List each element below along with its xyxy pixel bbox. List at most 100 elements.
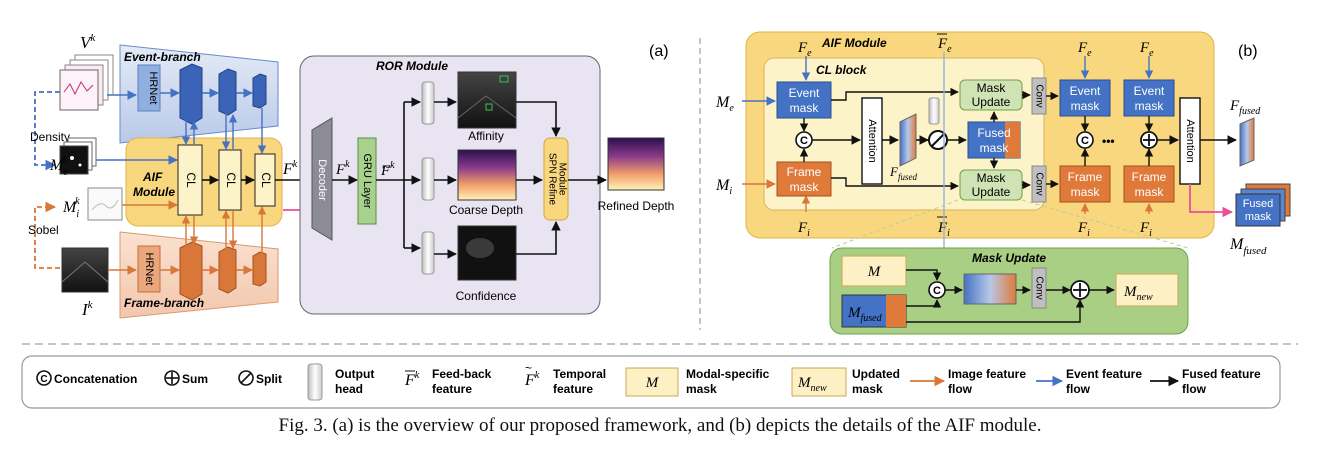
- frame-mask-2-label-2: mask: [1071, 185, 1101, 199]
- output-head-2: [421, 157, 435, 201]
- fi-label-2: Fi: [1077, 220, 1090, 239]
- refined-depth-image: [607, 137, 665, 191]
- mfused-out-label: Mfused: [1229, 236, 1267, 257]
- legend-image-flow-2: flow: [948, 382, 973, 396]
- spn-label-1: SPN Refine: [546, 153, 557, 206]
- cl-1: CL: [184, 172, 198, 188]
- legend-updated-2: mask: [852, 382, 883, 396]
- fi-label-1: Fi: [797, 220, 810, 239]
- image-mask-thumb: [87, 187, 123, 221]
- legend-feedback-1: Feed-back: [432, 367, 492, 381]
- fe-label-2: Fe: [1077, 40, 1092, 59]
- decoder-label: Decoder: [316, 159, 328, 201]
- frame-mask-cl-label-1: Frame: [787, 165, 822, 179]
- frame-feature-block-1: [179, 241, 203, 301]
- figure-canvas: (a) Vk Event-branch HRNet Density: [21, 31, 1298, 409]
- frame-mask-2-label-1: Frame: [1068, 170, 1103, 184]
- cl-blocks: [177, 144, 276, 216]
- mu-mnew-box: [1115, 273, 1179, 307]
- decoder-block: [311, 117, 333, 241]
- cl-block-title: CL block: [816, 63, 868, 77]
- fused-mask-cl-label-1: Fused: [977, 126, 1010, 140]
- fi-label-3: Fi: [1139, 220, 1152, 239]
- sobel-label: Sobel: [28, 223, 59, 237]
- fk-label-2: Fk: [335, 159, 350, 178]
- legend-concat-icon: C: [40, 374, 47, 385]
- legend-fused-flow-2: flow: [1182, 382, 1207, 396]
- legend-event-flow-2: flow: [1066, 382, 1091, 396]
- legend-updated-1: Updated: [852, 367, 900, 381]
- frame-mask-cl-label-2: mask: [790, 180, 820, 194]
- mu-feature: [963, 273, 1017, 305]
- figure-caption: Fig. 3. (a) is the overview of our propo…: [278, 415, 1042, 436]
- affinity-label: Affinity: [468, 129, 504, 143]
- confidence-label: Confidence: [456, 289, 517, 303]
- me-label-b: Me: [715, 94, 734, 114]
- ffused-out-label: Ffused: [1229, 98, 1261, 117]
- mask-update-2-label-1: Mask: [977, 171, 1007, 185]
- concat-op-cl-symbol: C: [800, 135, 808, 147]
- mask-update-1-label-1: Mask: [977, 81, 1007, 95]
- legend-temporal-2: feature: [553, 382, 593, 396]
- affinity-image: [457, 71, 517, 129]
- aif-module-a-label-2: Module: [133, 185, 175, 199]
- ffused-cl-label: Ffused: [889, 164, 917, 182]
- aif-module-b-title: AIF Module: [821, 36, 887, 50]
- frame-hrnet-label: HRNet: [143, 252, 155, 285]
- spn-label-2: Module: [556, 163, 567, 196]
- legend-m-box: [625, 367, 679, 397]
- me-label: Mek: [49, 154, 68, 178]
- frame-mask-3-label-2: mask: [1135, 185, 1165, 199]
- panel-b-tag: (b): [1238, 43, 1258, 60]
- event-mask-3: [1123, 79, 1175, 117]
- mask-update-1-label-2: Update: [972, 95, 1011, 109]
- mu-m-label: M: [867, 264, 882, 280]
- concat-op-2-symbol: C: [1081, 135, 1089, 147]
- ffused-out: [1239, 117, 1255, 167]
- legend-fused-flow-1: Fused feature: [1182, 367, 1261, 381]
- legend-mnew-label: Mnew: [797, 375, 827, 394]
- concat-op-2: [1076, 131, 1094, 149]
- legend-sum: Sum: [182, 372, 208, 386]
- fk-label-1: Fk: [282, 159, 298, 178]
- fe-label-3: Fe: [1139, 40, 1154, 59]
- event-mask-3-label-2: mask: [1135, 99, 1165, 113]
- cl-3: CL: [259, 172, 273, 188]
- mi-label: Mik: [62, 196, 80, 220]
- mask-update-detail-title: Mask Update: [972, 251, 1046, 265]
- mfused-stack-label-2: mask: [1245, 211, 1272, 223]
- legend-m-label: M: [645, 375, 660, 391]
- i-label: Ik: [81, 299, 94, 319]
- event-voxel-stack: [59, 54, 114, 111]
- coarse-depth-image: [457, 149, 517, 201]
- attention-cl: [861, 97, 883, 185]
- legend-temporal-1: Temporal: [553, 367, 606, 381]
- ellipsis: •••: [1102, 134, 1115, 148]
- output-head-3: [421, 231, 435, 275]
- spn-refine-module: [543, 137, 569, 221]
- ror-module: [299, 55, 601, 315]
- event-mask-cl-label-2: mask: [790, 101, 820, 115]
- attention-cl-label: Attention: [866, 119, 878, 162]
- mu-mfused-label: Mfused: [847, 305, 883, 324]
- event-branch-label: Event-branch: [124, 50, 201, 64]
- frame-mask-3-label-1: Frame: [1132, 170, 1167, 184]
- mu-mnew-label: Mnew: [1123, 284, 1153, 303]
- event-mask-2-label-2: mask: [1071, 99, 1101, 113]
- v-label: Vk: [80, 32, 96, 52]
- ror-title: ROR Module: [376, 59, 448, 73]
- input-image-thumb: [61, 247, 109, 293]
- mfused-stack: [1235, 183, 1291, 227]
- legend-output-head-icon: [307, 363, 323, 401]
- density-label: Density: [30, 130, 70, 144]
- mi-label-b: Mi: [715, 177, 732, 197]
- legend-concat: Concatenation: [54, 372, 137, 386]
- gru-label: GRU Layer: [361, 153, 373, 208]
- frame-branch-label: Frame-branch: [124, 296, 204, 310]
- panel-b: (b) AIF Module CL block Fe Fi Fe Fi Fe F…: [715, 31, 1291, 335]
- refined-depth-label: Refined Depth: [598, 199, 675, 213]
- legend-output-2: head: [335, 382, 363, 396]
- legend-modal-2: mask: [686, 382, 717, 396]
- legend: C Concatenation Sum Split Output head Fk…: [21, 355, 1281, 409]
- event-hrnet-label: HRNet: [147, 71, 159, 104]
